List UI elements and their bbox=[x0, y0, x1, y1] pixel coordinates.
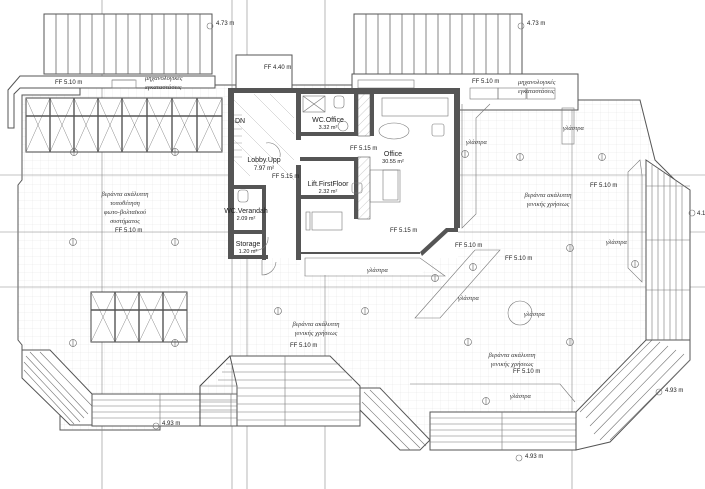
room-lobby-name: Lobby.Upp bbox=[247, 157, 280, 164]
height-label: 4.73 m bbox=[216, 21, 234, 27]
mech-label-1: μηχανολογικές bbox=[145, 75, 183, 82]
stair-down-label: DN bbox=[235, 118, 245, 125]
room-office-area: 30.55 m² bbox=[382, 159, 404, 165]
veranda-pv-1: βεράντα ακάλυπτη bbox=[100, 191, 148, 198]
veranda-general-1: βεράντα ακάλυπτη bbox=[523, 192, 571, 199]
room-wc-office-name: WC.Office bbox=[312, 117, 344, 124]
height-label: 4.1 bbox=[697, 211, 705, 217]
room-lobby-level: FF 5.15 m bbox=[272, 174, 299, 180]
planter-label: γλάστρα bbox=[563, 125, 584, 132]
height-label: 4.73 m bbox=[527, 21, 545, 27]
room-storage-area: 1.20 m² bbox=[239, 249, 258, 255]
planter-label: γλάστρα bbox=[510, 393, 531, 400]
planters-right: γλάστρα γλάστρα γλάστρα γλάστρα γλάστρα … bbox=[410, 103, 643, 403]
mech-label-2: εγκαταστάσεις bbox=[518, 88, 555, 95]
mech-strip-left: FF 5.10 m μηχανολογικές εγκαταστάσεις bbox=[7, 75, 216, 129]
mech-label-1: μηχανολογικές bbox=[518, 79, 556, 86]
room-wc-verandah-name: WC.Verandah bbox=[224, 208, 268, 215]
pergola-top-left: 4.73 m bbox=[43, 13, 234, 75]
veranda-general-1: βεράντα ακάλυπτη bbox=[487, 352, 535, 359]
planter-label: γλάστρα bbox=[606, 239, 627, 246]
room-wc-office-area: 3.32 m² bbox=[319, 125, 338, 131]
planter-label: γλάστρα bbox=[466, 139, 487, 146]
planter-label: γλάστρα bbox=[458, 295, 479, 302]
pv-panels-lower bbox=[90, 291, 188, 343]
height-label: 4.93 m bbox=[162, 421, 180, 427]
level-ff510: FF 5.10 m bbox=[472, 79, 499, 85]
room-wc-verandah-area: 2.09 m² bbox=[237, 216, 256, 222]
room-lift-name: Lift.FirstFloor bbox=[308, 181, 350, 188]
planter-label: γλάστρα bbox=[524, 311, 545, 318]
veranda-labels: βεράντα ακάλυπτη τοποθέτηση φωτο-βολταϊκ… bbox=[100, 191, 571, 368]
level-ff510: FF 5.10 m bbox=[513, 369, 540, 375]
drain-markers bbox=[69, 148, 639, 405]
room-office-level-2: FF 5.15 m bbox=[390, 228, 417, 234]
level-ff510: FF 5.10 m bbox=[290, 343, 317, 349]
height-label: 4.93 m bbox=[525, 454, 543, 460]
veranda-general-2: γενικής χρήσεως bbox=[491, 361, 534, 368]
level-ff510: FF 5.10 m bbox=[55, 80, 82, 86]
room-lobby-area: 7.97 m² bbox=[254, 166, 274, 172]
room-office-level: FF 5.15 m bbox=[350, 146, 377, 152]
veranda-general-2: γενικής χρήσεως bbox=[295, 330, 338, 337]
level-ff510: FF 5.10 m bbox=[590, 183, 617, 189]
level-ff440: FF 4.40 m bbox=[264, 65, 291, 71]
pv-panels-top bbox=[25, 97, 223, 153]
veranda-pv-3: φωτο-βολταϊκού bbox=[104, 209, 146, 216]
interior-core: FF 4.40 m bbox=[224, 54, 460, 277]
level-ff510: FF 5.10 m bbox=[505, 256, 532, 262]
height-label: 4.93 m bbox=[665, 388, 683, 394]
veranda-pv-4: συστήματος bbox=[110, 218, 140, 225]
veranda-general-1: βεράντα ακάλυπτη bbox=[291, 321, 339, 328]
decking: 4.93 m 4.93 m bbox=[21, 159, 705, 462]
room-storage-name: Storage bbox=[236, 241, 261, 248]
room-lift-area: 2.32 m² bbox=[319, 189, 338, 195]
room-office-name: Office bbox=[384, 151, 402, 158]
veranda-general-2: γενικής χρήσεως bbox=[527, 201, 570, 208]
planter-label: γλάστρα bbox=[367, 267, 388, 274]
level-ff510: FF 5.10 m bbox=[455, 243, 482, 249]
veranda-pv-2: τοποθέτηση bbox=[110, 200, 140, 207]
level-ff510: FF 5.10 m bbox=[115, 228, 142, 234]
level-markers: FF 5.10 m FF 5.10 m FF 5.10 m FF 5.10 m … bbox=[115, 183, 617, 375]
pergola-top-right: 4.73 m bbox=[353, 13, 545, 75]
mech-label-2: εγκαταστάσεις bbox=[145, 84, 182, 91]
